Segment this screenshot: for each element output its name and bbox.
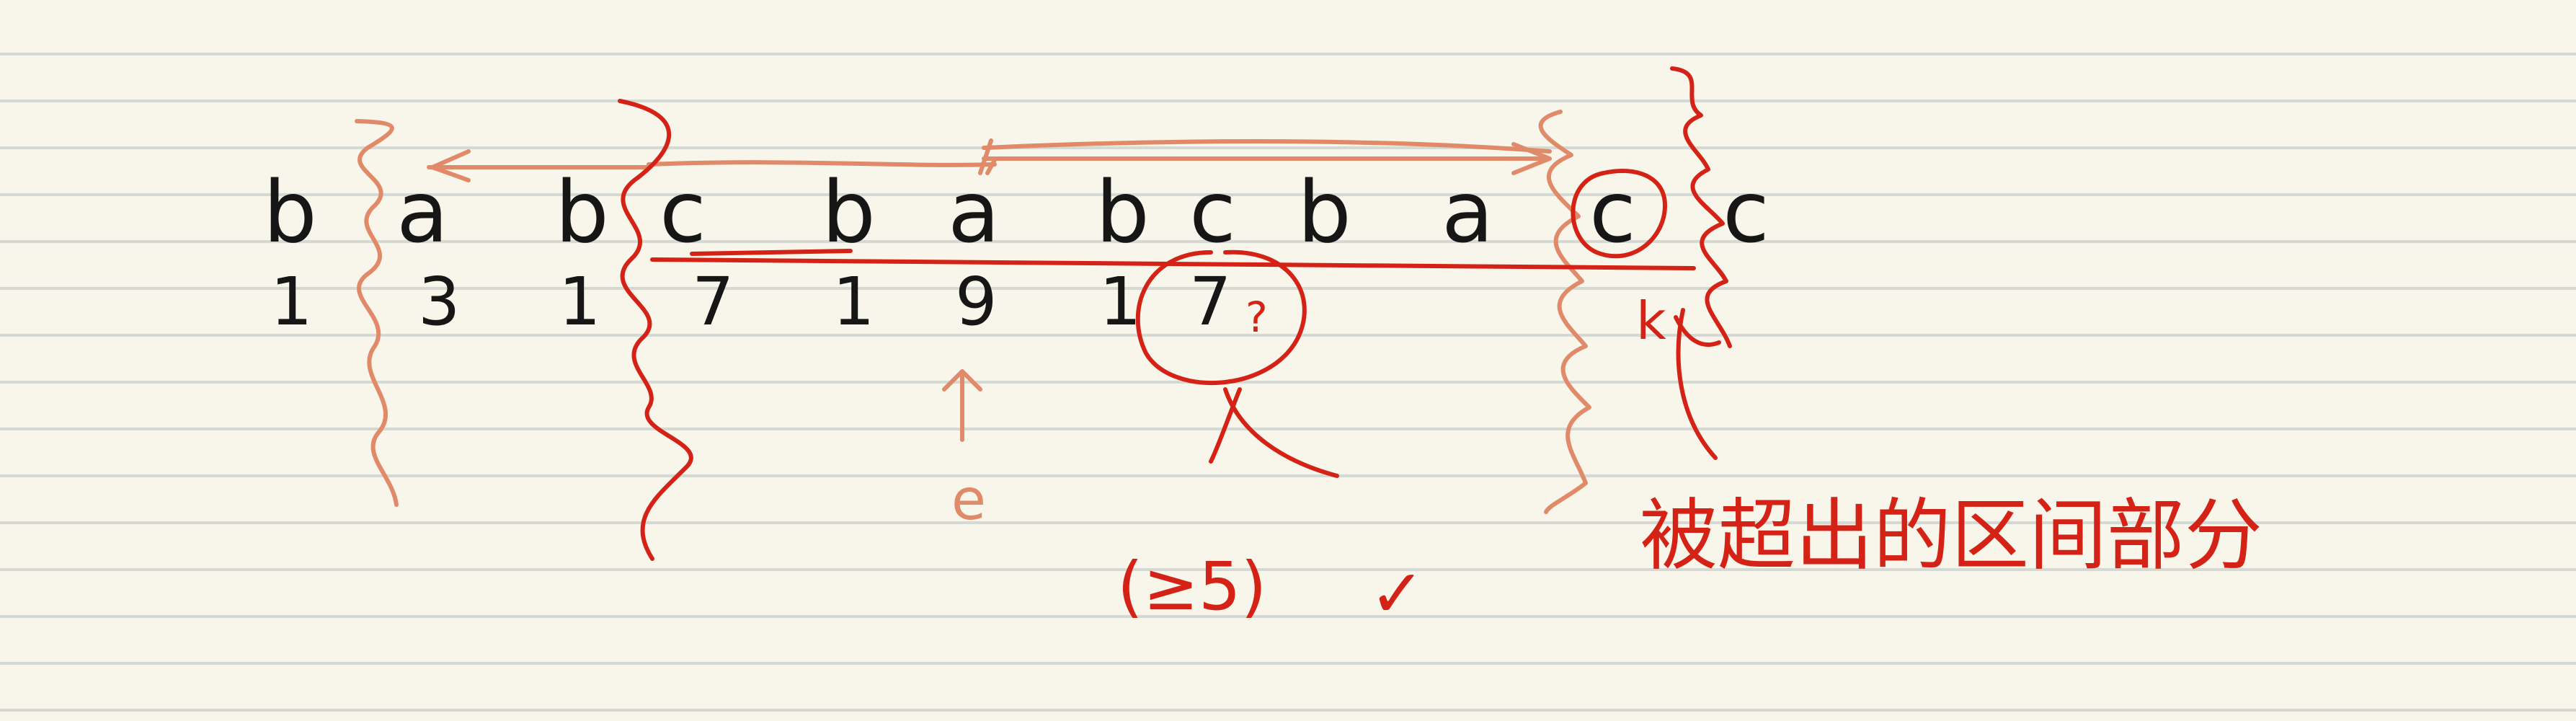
orange-squiggle-right: [1538, 110, 1591, 514]
sequence-letter: b: [1096, 162, 1150, 262]
sequence-number: 1: [559, 263, 601, 340]
sequence-letter: b: [263, 162, 317, 262]
question-mark: ?: [1245, 293, 1268, 342]
condition-text: (≥5): [1117, 548, 1266, 625]
sequence-letter: a: [948, 162, 1000, 262]
red-squiggle-right: [1670, 66, 1732, 460]
sequence-letter: c: [1723, 162, 1769, 262]
sequence-letter: b: [1297, 162, 1351, 262]
red-circle-c: [1571, 169, 1667, 259]
red-tick-right: [1674, 315, 1721, 348]
sequence-letter: c: [1189, 162, 1236, 262]
red-long-line: [650, 257, 1696, 270]
sequence-letter: b: [822, 162, 876, 262]
red-x-mark: [1209, 387, 1339, 478]
orange-top-line-middle: [647, 160, 997, 167]
orange-strokes: [355, 110, 1591, 514]
sequence-number: 7: [692, 263, 734, 340]
sequence-letter: c: [659, 162, 706, 262]
orange-squiggle-left: [355, 119, 399, 507]
check-mark: ✓: [1369, 555, 1425, 632]
k-mark: k: [1636, 291, 1666, 351]
sequence-number: 9: [955, 263, 998, 340]
sequence-number: 7: [1189, 263, 1232, 340]
red-strokes: [618, 66, 1732, 561]
sequence-letter: a: [1442, 162, 1493, 262]
orange-top-line-right: [978, 138, 1552, 175]
orange-arrow-left: [427, 149, 651, 182]
chinese-note: 被超出的区间部分: [1640, 491, 2262, 581]
marker-e: e: [951, 468, 986, 533]
sequence-number: 1: [1099, 263, 1142, 340]
red-long-line-2: [690, 249, 853, 256]
orange-up-arrow: [942, 369, 982, 442]
red-circle-7: [1135, 249, 1307, 386]
sequence-number: 1: [270, 263, 313, 340]
sequence-number: 1: [832, 263, 875, 340]
sequence-letter: c: [1589, 162, 1636, 262]
sequence-letter: b: [555, 162, 609, 262]
ruled-lines: [0, 53, 2576, 712]
red-squiggle-left: [618, 99, 693, 561]
sequence-number: 3: [418, 263, 461, 340]
sequence-letter: a: [396, 162, 448, 262]
